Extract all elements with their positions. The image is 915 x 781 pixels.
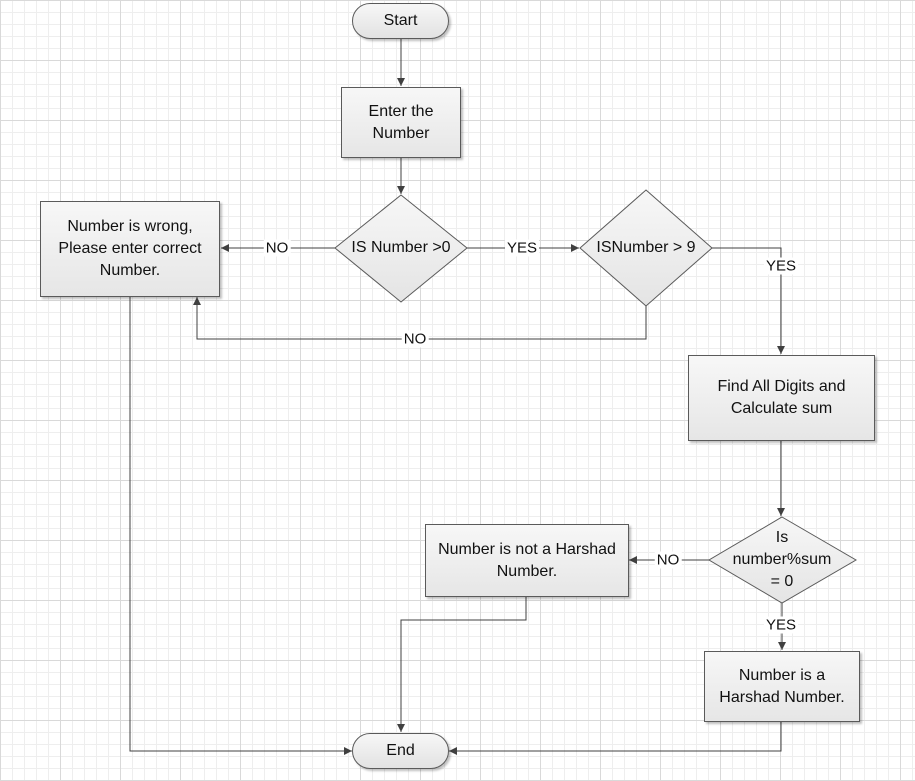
wrong-number-process: Number is wrong, Please enter correct Nu… [40, 201, 220, 297]
enter-number-line-1: Enter the [368, 102, 434, 120]
edge-label-divisible-yes: YES [763, 616, 799, 634]
wrong-number-line-2: Please enter correct [58, 240, 202, 257]
enter-number-process: Enter the Number [341, 87, 461, 158]
not-harshad-process: Number is not a Harshad Number. [425, 524, 629, 597]
edge-label-positive-no: NO [263, 239, 291, 257]
find-digits-line-2: Calculate sum [730, 400, 833, 417]
decision-greater-nine-text: ISNumber > 9 [580, 236, 712, 260]
is-harshad-line-1: Number is a [738, 666, 826, 684]
decision-divisible-line-2: number%sum [732, 551, 832, 568]
edge-label-divisible-no: NO [654, 551, 682, 569]
wrong-number-line-1: Number is wrong, [67, 218, 193, 235]
enter-number-line-2: Number [372, 124, 430, 142]
start-label: Start [383, 12, 418, 29]
decision-greater-nine-label: ISNumber > 9 [596, 239, 696, 256]
decision-positive-label: IS Number >0 [351, 239, 451, 256]
decision-positive-text: IS Number >0 [335, 236, 467, 260]
find-digits-process: Find All Digits and Calculate sum [688, 355, 875, 441]
edge-label-positive-yes: YES [504, 239, 540, 257]
connector-wrong-to-end [129, 297, 352, 755]
not-harshad-line-2: Number. [496, 562, 558, 580]
connector-harshad-to-end [449, 722, 782, 755]
connector-not-harshad-to-end [397, 597, 527, 732]
find-digits-line-1: Find All Digits and [717, 378, 846, 395]
end-terminator: End [352, 733, 449, 769]
connector-greater-nine-yes [712, 247, 785, 354]
decision-divisible-line-3: = 0 [770, 573, 794, 590]
decision-positive-shape [334, 194, 468, 303]
is-harshad-line-2: Harshad Number. [719, 688, 845, 706]
wrong-number-line-3: Number. [99, 262, 161, 279]
is-harshad-process: Number is a Harshad Number. [704, 651, 860, 722]
start-terminator: Start [352, 3, 449, 39]
decision-divisible-text: Is number%sum = 0 [718, 526, 846, 594]
not-harshad-line-1: Number is not a Harshad [438, 540, 616, 558]
edge-label-greater-nine-yes: YES [763, 257, 799, 275]
end-label: End [386, 742, 415, 759]
edge-label-greater-nine-no: NO [401, 330, 429, 348]
decision-divisible-line-1: Is [775, 529, 789, 546]
